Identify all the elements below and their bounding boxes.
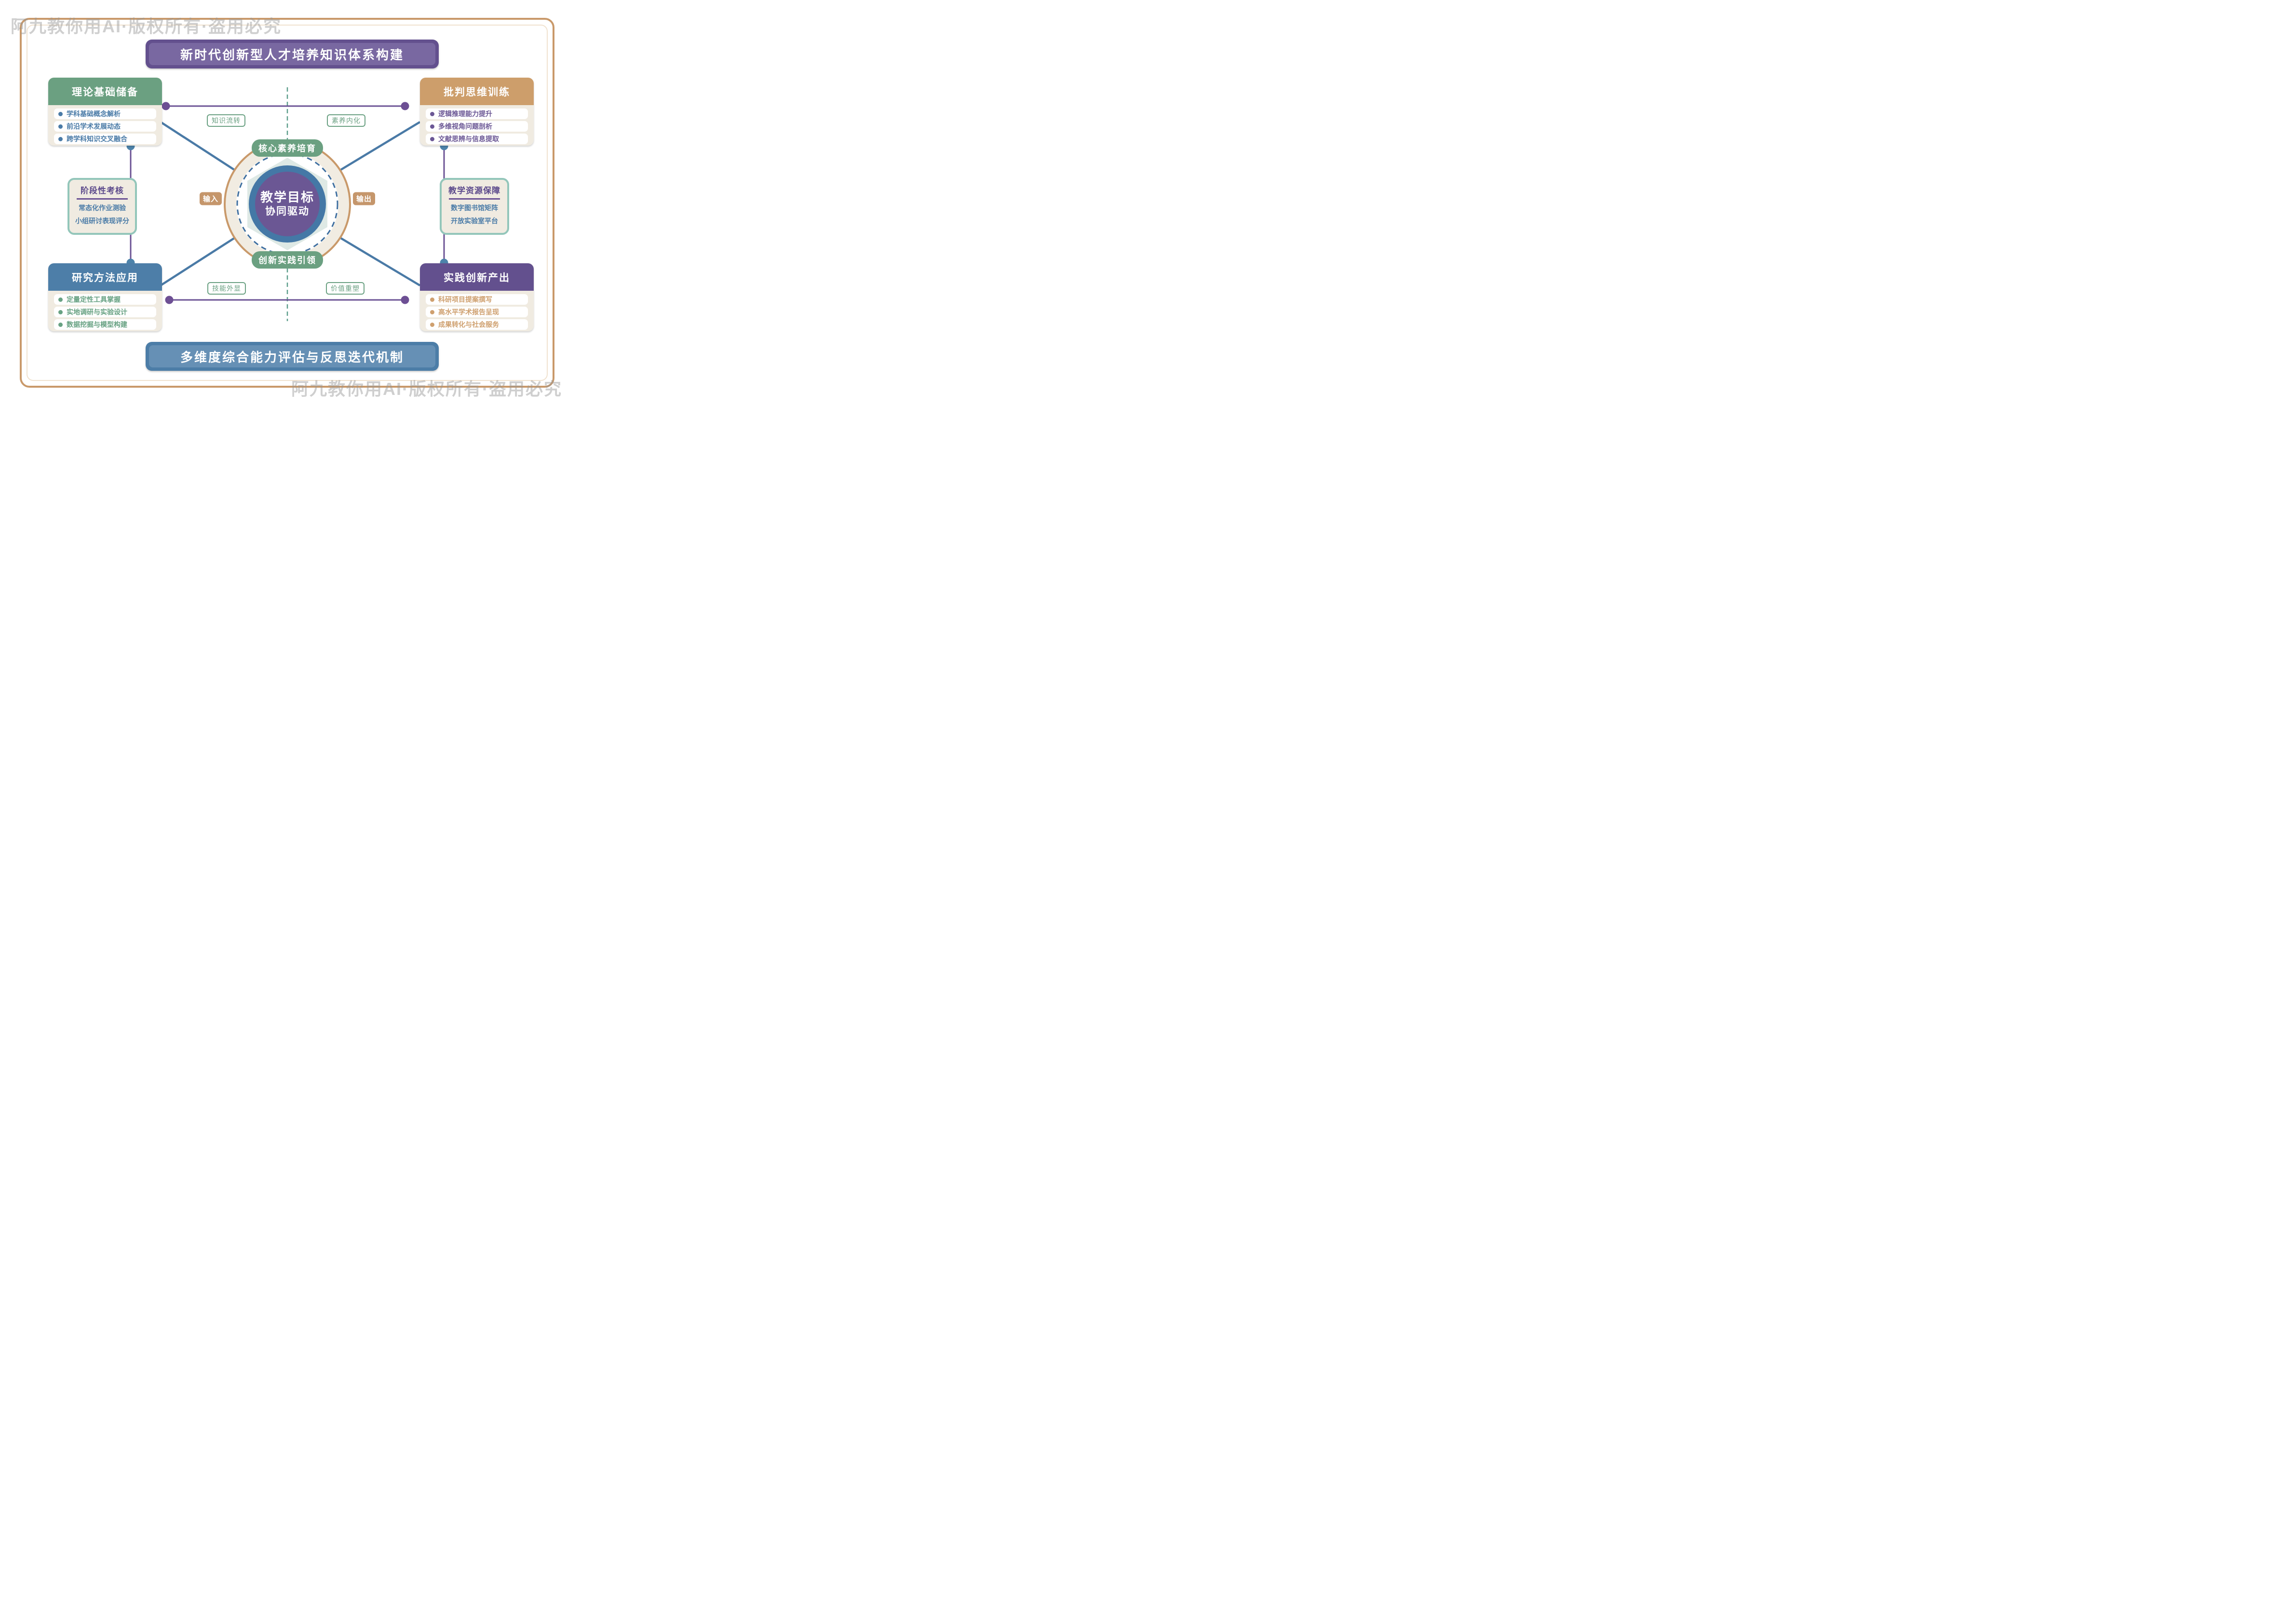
bullet-icon (430, 310, 434, 314)
card-item: 实地调研与实验设计 (54, 307, 156, 317)
card-stage-assessment: 阶段性考核 常态化作业测验 小组研讨表现评分 (68, 178, 137, 235)
edge-label-literacy-internalization: 素养内化 (327, 114, 365, 127)
center-goal-line1: 教学目标 (260, 190, 315, 204)
bullet-icon (58, 136, 63, 141)
card-item: 跨学科知识交叉融合 (54, 134, 156, 144)
card-body: 定量定性工具掌握 实地调研与实验设计 数据挖掘与模型构建 (48, 291, 162, 330)
side-card-line: 常态化作业测验 (79, 204, 126, 212)
pill-input: 输入 (199, 192, 222, 205)
card-critical-thinking: 批判思维训练 逻辑推理能力提升 多维视角问题剖析 文献思辨与信息提取 (420, 78, 534, 146)
card-item-label: 跨学科知识交叉融合 (67, 135, 127, 143)
side-card-line: 数字图书馆矩阵 (451, 204, 498, 212)
banner-top: 新时代创新型人才培养知识体系构建 (146, 40, 439, 68)
card-title: 批判思维训练 (420, 78, 534, 105)
card-item-label: 数据挖掘与模型构建 (67, 321, 127, 328)
banner-bottom: 多维度综合能力评估与反思迭代机制 (146, 342, 439, 371)
bullet-icon (430, 136, 434, 141)
card-item-label: 多维视角问题剖析 (438, 122, 492, 130)
card-body: 学科基础概念解析 前沿学术发展动态 跨学科知识交叉融合 (48, 105, 162, 144)
pill-innovation-practice: 创新实践引领 (252, 251, 323, 269)
card-item: 高水平学术报告呈现 (426, 307, 528, 317)
card-item: 数据挖掘与模型构建 (54, 319, 156, 330)
purple-core-disc (255, 172, 320, 236)
side-card-title: 教学资源保障 (448, 186, 500, 195)
connector-diagram (126, 87, 448, 321)
card-item-label: 文献思辨与信息提取 (438, 135, 499, 143)
card-item: 前沿学术发展动态 (54, 121, 156, 132)
card-title: 研究方法应用 (48, 263, 162, 291)
pill-core-literacy: 核心素养培育 (252, 139, 323, 157)
dot-bottom-right-purple (401, 296, 409, 304)
bullet-icon (430, 297, 434, 302)
edge-label-value-reshaping: 价值重塑 (326, 282, 365, 295)
center-goal-line2: 协同驱动 (265, 206, 310, 217)
title-underline (448, 198, 500, 200)
bullet-icon (58, 322, 63, 327)
card-practice-output: 实践创新产出 科研项目提案撰写 高水平学术报告呈现 成果转化与社会服务 (420, 263, 534, 331)
card-item-label: 实地调研与实验设计 (67, 308, 127, 316)
banner-bottom-label: 多维度综合能力评估与反思迭代机制 (149, 345, 435, 367)
inner-frame-border (27, 25, 548, 381)
side-card-line: 开放实验室平台 (451, 217, 498, 225)
edge-label-skill-externalization: 技能外显 (207, 282, 246, 295)
card-item: 文献思辨与信息提取 (426, 134, 528, 144)
card-item-label: 科研项目提案撰写 (438, 296, 492, 303)
bullet-icon (58, 297, 63, 302)
bullet-icon (430, 111, 434, 116)
watermark-bottom: 阿九教你用AI·版权所有·盗用必究 (291, 379, 562, 399)
bullet-icon (58, 111, 63, 116)
bullet-icon (430, 124, 434, 129)
card-item-label: 高水平学术报告呈现 (438, 308, 499, 316)
card-item-label: 学科基础概念解析 (67, 110, 121, 118)
dot-top-left-purple (162, 102, 170, 110)
edge-label-knowledge-flow: 知识流转 (207, 114, 245, 127)
card-item: 逻辑推理能力提升 (426, 108, 528, 119)
card-title: 理论基础储备 (48, 78, 162, 105)
bullet-icon (58, 124, 63, 129)
diagonal-top-right (335, 121, 421, 174)
outer-frame-border (20, 18, 554, 388)
diagonal-top-left (160, 121, 240, 174)
center-goal-text: 教学目标 协同驱动 (260, 190, 314, 218)
bullet-icon (430, 322, 434, 327)
card-teaching-resources: 教学资源保障 数字图书馆矩阵 开放实验室平台 (440, 178, 509, 235)
dot-top-right-purple (401, 102, 409, 110)
card-item: 成果转化与社会服务 (426, 319, 528, 330)
card-item: 定量定性工具掌握 (54, 294, 156, 305)
side-card-title: 阶段性考核 (81, 186, 124, 195)
card-item-label: 定量定性工具掌握 (67, 296, 121, 303)
card-body: 科研项目提案撰写 高水平学术报告呈现 成果转化与社会服务 (420, 291, 534, 330)
watermark-top: 阿九教你用AI·版权所有·盗用必究 (11, 16, 282, 36)
diagonal-bottom-left (160, 234, 240, 286)
card-item-label: 前沿学术发展动态 (67, 122, 121, 130)
card-item: 多维视角问题剖析 (426, 121, 528, 132)
card-item-label: 逻辑推理能力提升 (438, 110, 492, 118)
card-item: 学科基础概念解析 (54, 108, 156, 119)
side-card-line: 小组研讨表现评分 (75, 217, 129, 225)
card-item: 科研项目提案撰写 (426, 294, 528, 305)
dashed-blue-ring (236, 153, 338, 255)
pill-output: 输出 (352, 192, 376, 205)
infographic-canvas: 新时代创新型人才培养知识体系构建 多维度综合能力评估与反思迭代机制 理论基础储备… (0, 0, 574, 406)
card-research-methods: 研究方法应用 定量定性工具掌握 实地调研与实验设计 数据挖掘与模型构建 (48, 263, 162, 331)
bullet-icon (58, 310, 63, 314)
card-title: 实践创新产出 (420, 263, 534, 291)
card-theory-foundation: 理论基础储备 学科基础概念解析 前沿学术发展动态 跨学科知识交叉融合 (48, 78, 162, 146)
title-underline (76, 198, 128, 200)
dot-bottom-left-purple (165, 296, 174, 304)
diagonal-bottom-right (335, 234, 421, 286)
card-item-label: 成果转化与社会服务 (438, 321, 499, 328)
card-body: 逻辑推理能力提升 多维视角问题剖析 文献思辨与信息提取 (420, 105, 534, 144)
banner-top-label: 新时代创新型人才培养知识体系构建 (149, 43, 435, 65)
